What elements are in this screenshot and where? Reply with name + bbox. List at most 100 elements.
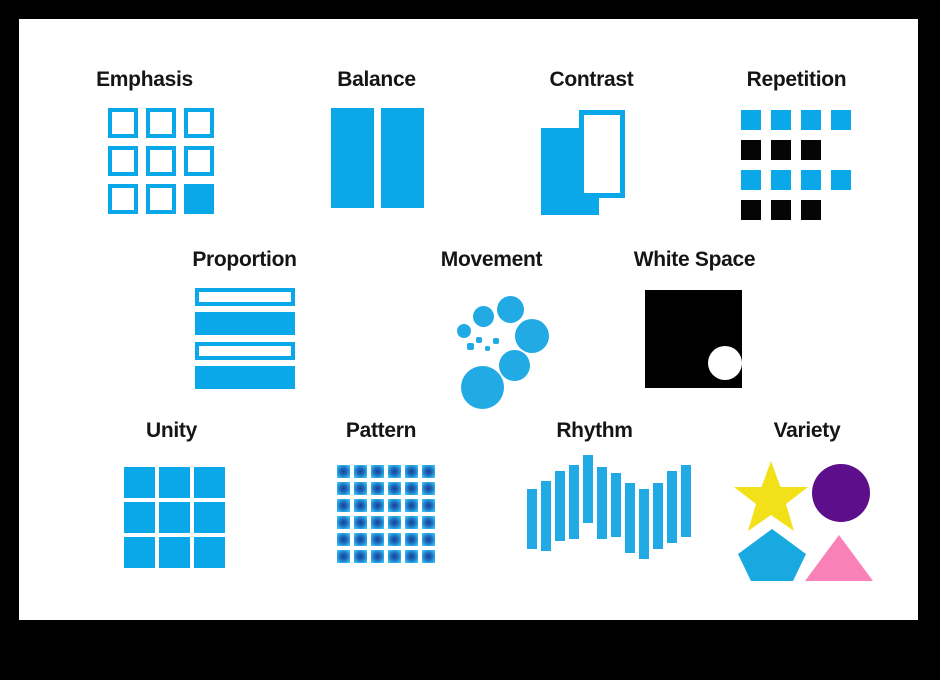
principle-title-pattern: Pattern [345,419,417,442]
emphasis-cell [184,108,214,138]
proportion-bar-outline [195,288,295,306]
unity-cell [159,502,190,533]
pattern-cell [337,516,350,529]
pattern-cell [422,550,435,563]
pattern-cell [371,465,384,478]
rhythm-bar [583,455,593,523]
movement-dot [499,350,530,381]
principle-movement: Movement [399,248,584,409]
pattern-cell [405,533,418,546]
pattern-cell [354,550,367,563]
principle-title-balance: Balance [337,68,416,91]
principle-contrast: Contrast [499,68,684,228]
principle-title-contrast: Contrast [549,68,634,91]
proportion-bar-solid [195,312,295,335]
emphasis-cell [108,146,138,176]
pattern-cell [405,516,418,529]
pattern-cell [422,499,435,512]
principle-title-proportion: Proportion [192,248,297,271]
pattern-cell [422,482,435,495]
principle-title-rhythm: Rhythm [556,419,633,442]
pattern-cell [371,533,384,546]
movement-dot [476,337,482,343]
unity-cell [194,467,225,498]
contrast-icon [499,102,684,222]
proportion-bar-outline [195,342,295,360]
pattern-cell [337,465,350,478]
emphasis-icon [52,102,237,222]
rhythm-bar [597,467,607,539]
pattern-cell [354,482,367,495]
principle-variety: Variety [717,419,897,584]
principle-proportion: Proportion [147,248,342,408]
repetition-cell [801,110,821,130]
principle-title-whitespace: White Space [633,248,756,271]
unity-cell [124,467,155,498]
emphasis-cell [108,108,138,138]
pattern-cell [354,516,367,529]
emphasis-cell [146,146,176,176]
unity-cell [124,502,155,533]
emphasis-cell [146,108,176,138]
repetition-cell [741,170,761,190]
movement-dot [515,319,549,353]
variety-icon [717,453,897,583]
balance-bar [381,108,424,208]
pattern-cell [337,533,350,546]
pattern-cell [354,499,367,512]
movement-dot [461,366,504,409]
unity-cell [159,467,190,498]
pattern-cell [405,465,418,478]
principle-balance: Balance [289,68,464,228]
pattern-icon [291,453,471,583]
repetition-cell [741,140,761,160]
pattern-cell [388,516,401,529]
rhythm-icon [497,453,692,583]
pattern-cell [371,516,384,529]
pattern-cell [354,533,367,546]
rhythm-bar [555,471,565,541]
pattern-cell [371,482,384,495]
movement-dot [457,324,471,338]
rhythm-bar [611,473,621,537]
pattern-cell [337,499,350,512]
repetition-cell [771,200,791,220]
proportion-bar-solid [195,366,295,389]
star-shape [734,461,808,531]
pattern-cell [405,499,418,512]
pattern-cell [371,550,384,563]
pattern-cell [422,516,435,529]
movement-dot [473,306,494,327]
repetition-cell [771,140,791,160]
repetition-cell [741,200,761,220]
rhythm-bar [639,489,649,559]
movement-icon [399,282,584,409]
principle-unity: Unity [79,419,264,584]
principle-title-variety: Variety [773,419,841,442]
movement-dot [497,296,524,323]
pattern-cell [388,550,401,563]
repetition-cell [741,110,761,130]
emphasis-cell [184,146,214,176]
pattern-cell [422,465,435,478]
rhythm-bar [527,489,537,549]
rhythm-bar [625,483,635,553]
white-space-icon [597,282,792,402]
principle-title-emphasis: Emphasis [96,68,193,91]
pattern-cell [405,550,418,563]
unity-cell [194,537,225,568]
movement-dot [467,343,474,350]
pattern-cell [388,499,401,512]
triangle-shape [805,535,873,581]
rhythm-bar [667,471,677,543]
pattern-cell [388,465,401,478]
contrast-outline-rect [579,110,625,198]
repetition-cell [801,200,821,220]
pattern-cell [337,482,350,495]
principle-title-unity: Unity [145,419,197,442]
pattern-cell [388,482,401,495]
rhythm-bar [541,481,551,551]
repetition-cell [831,110,851,130]
variety-shapes-svg [734,461,873,581]
